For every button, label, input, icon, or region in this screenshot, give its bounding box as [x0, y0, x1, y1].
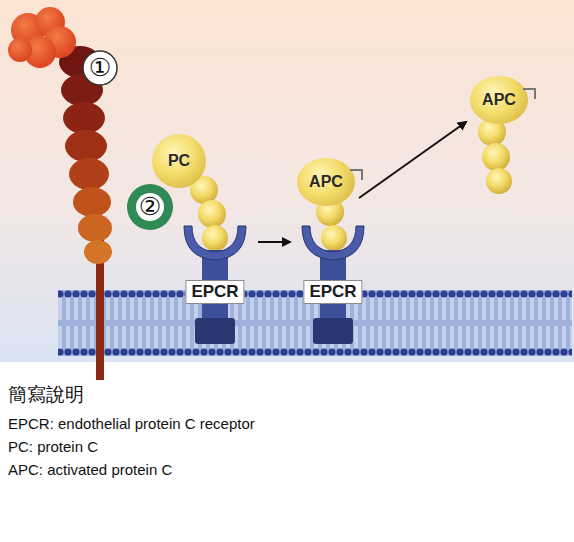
- note-line: EPCR: endothelial protein C receptor: [8, 412, 255, 435]
- receptor-label: EPCR: [303, 280, 362, 304]
- apc-domains: [316, 198, 347, 251]
- process-arrow: [359, 122, 466, 198]
- receptor-label: EPCR: [185, 280, 244, 304]
- free-apc-domains: [478, 118, 512, 194]
- callout-number: ②: [134, 191, 166, 223]
- protein-label: PC: [168, 152, 190, 170]
- process-arrow: [258, 241, 290, 243]
- notch-mark: [523, 89, 535, 99]
- receptor: EPCR: [178, 222, 252, 346]
- receptor-anchor: [195, 318, 235, 344]
- notes-heading: 簡寫說明: [8, 382, 255, 408]
- notch-mark: [350, 170, 362, 180]
- callout-number: ①: [84, 52, 116, 84]
- receptor-cup: [184, 226, 246, 260]
- protein-domain: APC: [470, 76, 528, 124]
- protein-domain: APC: [297, 158, 355, 206]
- abbreviation-notes: 簡寫說明 EPCR: endothelial protein C receptor…: [8, 382, 255, 481]
- receptor-cup: [302, 226, 364, 260]
- receptor-anchor: [313, 318, 353, 344]
- note-line: APC: activated protein C: [8, 458, 255, 481]
- protein-label: APC: [482, 91, 516, 109]
- note-line: PC: protein C: [8, 435, 255, 458]
- protein-c-domains: [190, 176, 228, 251]
- receptor: EPCR: [296, 222, 370, 346]
- protein-domain: PC: [152, 134, 206, 188]
- protein-label: APC: [309, 173, 343, 191]
- thrombomodulin: [8, 7, 117, 380]
- background-panel: [0, 0, 574, 362]
- thrombin: [127, 184, 173, 230]
